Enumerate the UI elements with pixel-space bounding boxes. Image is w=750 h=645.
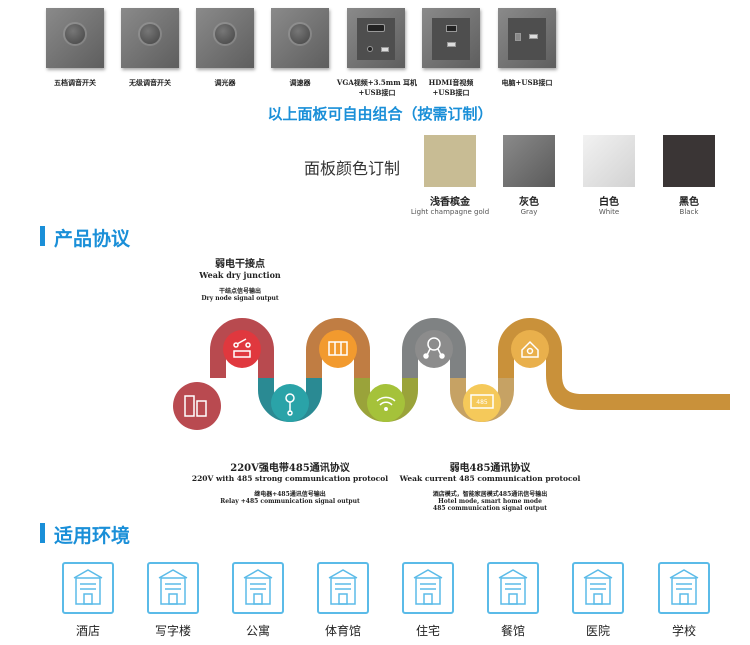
knob-icon <box>290 24 310 44</box>
swatch-champagne <box>424 135 476 187</box>
segment-gray <box>402 318 466 378</box>
bulb-icon <box>285 393 295 416</box>
hotel-icon <box>62 562 114 614</box>
switch-panel-icon <box>328 341 348 356</box>
usb-port-icon <box>529 34 538 39</box>
segment-orange <box>306 318 370 378</box>
panel-label: VGA视频+3.5mm 耳机+USB接口 <box>336 78 418 97</box>
color-custom-title: 面板颜色订制 <box>304 159 401 178</box>
home-icon <box>521 340 539 358</box>
combine-note: 以上面板可自由组合（按需订制） <box>267 105 493 123</box>
swatch-white <box>583 135 635 187</box>
network-node-icon <box>423 337 445 359</box>
panel-five-level <box>46 8 104 68</box>
buildings-icon <box>184 395 207 417</box>
485-module-icon <box>470 394 494 409</box>
section-heading-protocol: 产品协议 <box>40 224 130 251</box>
wifi-icon <box>376 396 396 411</box>
panel-label: 调光器 <box>214 78 236 87</box>
panel-label: 五档调音开关 <box>54 78 96 87</box>
hospital-icon <box>572 562 624 614</box>
environment-label: 餐馆 <box>500 624 525 638</box>
apartment-icon <box>232 562 284 614</box>
network-circle <box>415 330 453 368</box>
knob-icon <box>65 24 85 44</box>
485-label: 485 <box>476 399 488 406</box>
485-circle <box>463 384 501 422</box>
office-building-icon <box>147 562 199 614</box>
panel-label: 无级调音开关 <box>129 78 171 87</box>
swatch-black <box>663 135 715 187</box>
audio-jack-icon <box>367 46 373 52</box>
usb-port-icon <box>381 47 389 52</box>
swatch-gray <box>503 135 555 187</box>
restaurant-icon <box>487 562 539 614</box>
dry-junction-text: 弱电干接点 Weak dry junction 干结点信号输出 Dry node… <box>199 259 281 302</box>
environment-label: 酒店 <box>75 624 100 638</box>
panel-vga <box>347 8 405 68</box>
relay-circle <box>223 330 261 368</box>
segment-red <box>210 318 274 378</box>
section-heading-environment: 适用环境 <box>40 521 130 548</box>
relay-switch-icon <box>233 338 251 358</box>
panel-dimmer <box>196 8 254 68</box>
house-icon <box>402 562 454 614</box>
panel-stepless <box>121 8 179 68</box>
panel-pc <box>498 8 556 68</box>
segment-gold <box>498 318 730 410</box>
environment-label: 公寓 <box>245 624 270 638</box>
panel-label: 调速器 <box>289 78 311 87</box>
strong-protocol-text: 220V强电带485通讯协议 220V with 485 strong comm… <box>191 463 389 505</box>
knob-icon <box>215 24 235 44</box>
panel-hdmi <box>422 8 480 68</box>
environment-label: 住宅 <box>415 624 440 638</box>
environment-label: 医院 <box>585 624 610 638</box>
stadium-icon <box>317 562 369 614</box>
knob-icon <box>140 24 160 44</box>
panel-label: HDMI音视频 +USB接口 <box>428 78 474 97</box>
environment-label: 写字楼 <box>154 624 191 638</box>
usb-port-icon <box>447 42 456 47</box>
school-icon <box>658 562 710 614</box>
vga-port-icon <box>367 24 385 32</box>
environment-label: 学校 <box>671 624 696 638</box>
environment-label: 体育馆 <box>324 624 361 638</box>
panel-speed <box>271 8 329 68</box>
panel-circle <box>319 330 357 368</box>
panel-label: 电脑+USB接口 <box>501 78 553 87</box>
hdmi-port-icon <box>446 25 457 32</box>
network-port-icon <box>515 33 521 41</box>
weak-protocol-text: 弱电485通讯协议 Weak current 485 communication… <box>399 463 581 512</box>
